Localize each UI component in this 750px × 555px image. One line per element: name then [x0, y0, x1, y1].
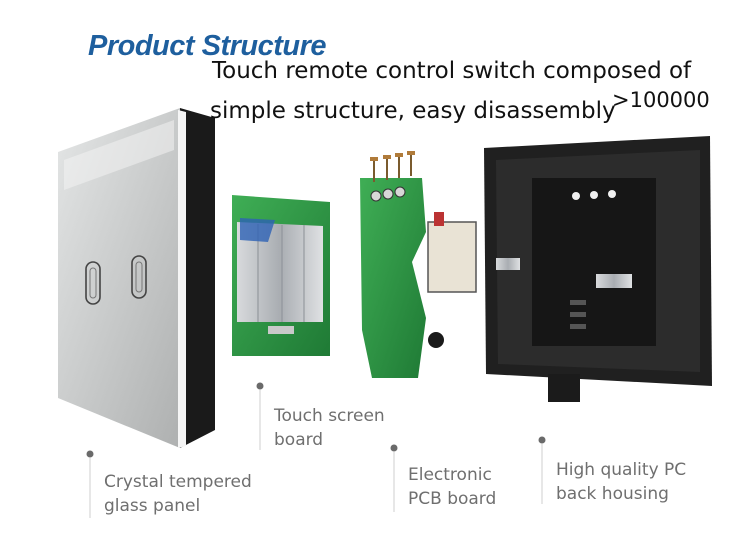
label-line: High quality PC [556, 460, 687, 480]
label-line: Touch screen [274, 406, 385, 426]
label-back-housing: High quality PC back housing [556, 458, 686, 506]
touch-board [232, 195, 330, 356]
pointer-back-housing [538, 436, 546, 504]
label-line: Electronic [408, 465, 492, 485]
pcb-board [360, 151, 477, 378]
label-line: glass panel [104, 496, 201, 516]
touch-button-icon [85, 261, 101, 305]
pointer-pcb-board [390, 444, 398, 512]
lifetime-count: >100000 [612, 88, 710, 112]
page-title: Product Structure [88, 30, 327, 62]
description-line-1: Touch remote control switch composed of [212, 58, 692, 84]
pointer-glass-panel [86, 450, 94, 518]
label-line: board [274, 430, 324, 450]
glass-panel [58, 108, 215, 448]
label-glass-panel: Crystal tempered glass panel [104, 470, 252, 518]
back-housing [484, 136, 712, 402]
label-line: back housing [556, 484, 669, 504]
label-pcb-board: Electronic PCB board [408, 463, 496, 511]
label-touch-board: Touch screen board [274, 404, 385, 452]
label-line: PCB board [408, 489, 497, 509]
touch-button-icon [131, 255, 147, 299]
description-line-2: simple structure, easy disassembly [210, 98, 616, 124]
label-line: Crystal tempered [104, 472, 252, 492]
pointer-touch-board [256, 382, 264, 450]
